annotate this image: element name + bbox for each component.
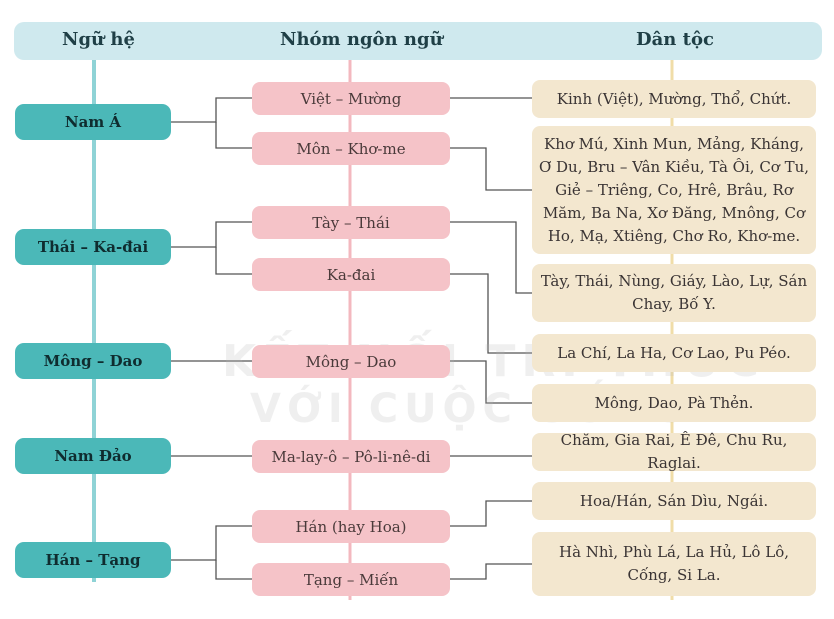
family-thai-ka-dai: Thái – Ka-đai <box>15 229 171 265</box>
group-mon-khome: Môn – Khơ-me <box>252 132 450 165</box>
ethnicity-han: Hoa/Hán, Sán Dìu, Ngái. <box>532 482 816 520</box>
group-tay-thai: Tày – Thái <box>252 206 450 239</box>
group-mong-dao: Mông – Dao <box>252 345 450 378</box>
family-mong-dao: Mông – Dao <box>15 343 171 379</box>
header-language-family: Ngữ hệ <box>62 29 135 50</box>
header-language-group: Nhóm ngôn ngữ <box>280 29 443 50</box>
header-bar <box>14 22 822 60</box>
ethnicity-tang-mien: Hà Nhì, Phù Lá, La Hủ, Lô Lô, Cống, Si L… <box>532 532 816 596</box>
ethnicity-tay-thai: Tày, Thái, Nùng, Giáy, Lào, Lự, Sán Chay… <box>532 264 816 322</box>
ethnicity-malayo-polynesian: Chăm, Gia Rai, Ê Đê, Chu Ru, Raglai. <box>532 431 816 472</box>
family-nam-a: Nam Á <box>15 104 171 140</box>
ethnicity-mon-khome: Khơ Mú, Xinh Mun, Mảng, Kháng, Ơ Du, Bru… <box>532 126 816 254</box>
group-han: Hán (hay Hoa) <box>252 510 450 543</box>
ethnicity-ka-dai: La Chí, La Ha, Cơ Lao, Pu Péo. <box>532 334 816 372</box>
group-malayo-polynesian: Ma-lay-ô – Pô-li-nê-di <box>252 440 450 473</box>
header-ethnic-group: Dân tộc <box>636 29 714 50</box>
group-viet-muong: Việt – Mường <box>252 82 450 115</box>
ethnicity-mong-dao: Mông, Dao, Pà Thẻn. <box>532 384 816 422</box>
connectors <box>171 97 532 580</box>
group-tang-mien: Tạng – Miến <box>252 563 450 596</box>
family-nam-dao: Nam Đảo <box>15 438 171 474</box>
family-han-tang: Hán – Tạng <box>15 542 171 578</box>
ethnicity-viet-muong: Kinh (Việt), Mường, Thổ, Chứt. <box>532 80 816 118</box>
group-ka-dai: Ka-đai <box>252 258 450 291</box>
